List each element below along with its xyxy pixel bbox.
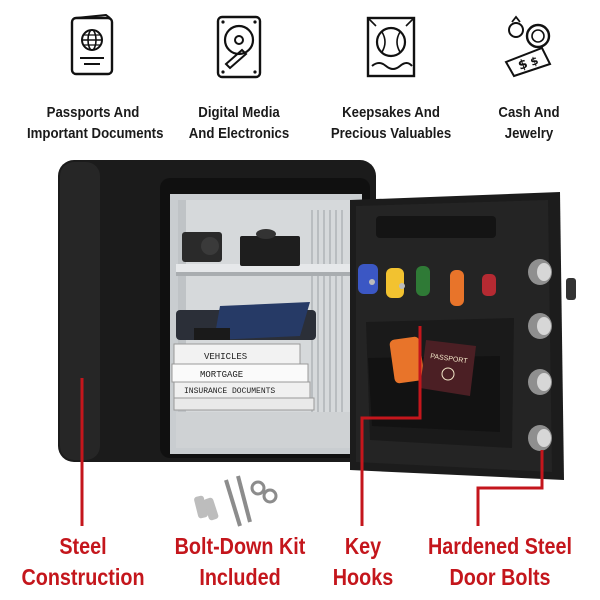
label-steel-construction: Steel Construction [21, 533, 145, 590]
hard-drive-icon [216, 15, 262, 79]
baseball-icon [366, 16, 416, 78]
safe-interior: VEHICLES MORTGAGE INSURANCE DOCUMENTS [170, 194, 362, 454]
door-bolts [528, 259, 552, 451]
passport-icon [70, 14, 114, 76]
svg-text:$: $ [529, 54, 541, 69]
feature-label: Cash And Jewelry [498, 104, 560, 142]
key-hooks [358, 264, 496, 306]
label-bolt-down-kit: Bolt-Down Kit Included [174, 533, 306, 590]
cash-jewelry-icon: $ $ [504, 15, 552, 78]
feature-cash-jewelry: $ $ Cash And Jewelry [454, 14, 600, 144]
label-hardened-steel-door-bolts: Hardened Steel Door Bolts [427, 533, 572, 590]
bolt-down-kit [194, 475, 278, 527]
document-label: INSURANCE DOCUMENTS [184, 387, 275, 396]
feature-label: Passports And Important Documents [27, 104, 164, 142]
feature-label: Digital Media And Electronics [188, 104, 290, 142]
callout-key-hooks [360, 326, 422, 526]
feature-label: Keepsakes And Precious Valuables [330, 104, 452, 142]
door-pocket: PASSPORT [366, 318, 514, 448]
callout-lines [80, 326, 544, 526]
feature-passports: Passports And Important Documents [18, 14, 168, 144]
callout-door-bolts [476, 450, 544, 526]
feature-digital-media: Digital Media And Electronics [164, 14, 314, 144]
document-stack: VEHICLES MORTGAGE INSURANCE DOCUMENTS [171, 343, 315, 411]
label-key-hooks: Key Hooks [332, 533, 394, 590]
safe-door: PASSPORT [350, 192, 576, 480]
document-label: MORTGAGE [200, 370, 243, 380]
document-label: VEHICLES [204, 352, 247, 362]
feature-keepsakes: Keepsakes And Precious Valuables [316, 14, 466, 144]
